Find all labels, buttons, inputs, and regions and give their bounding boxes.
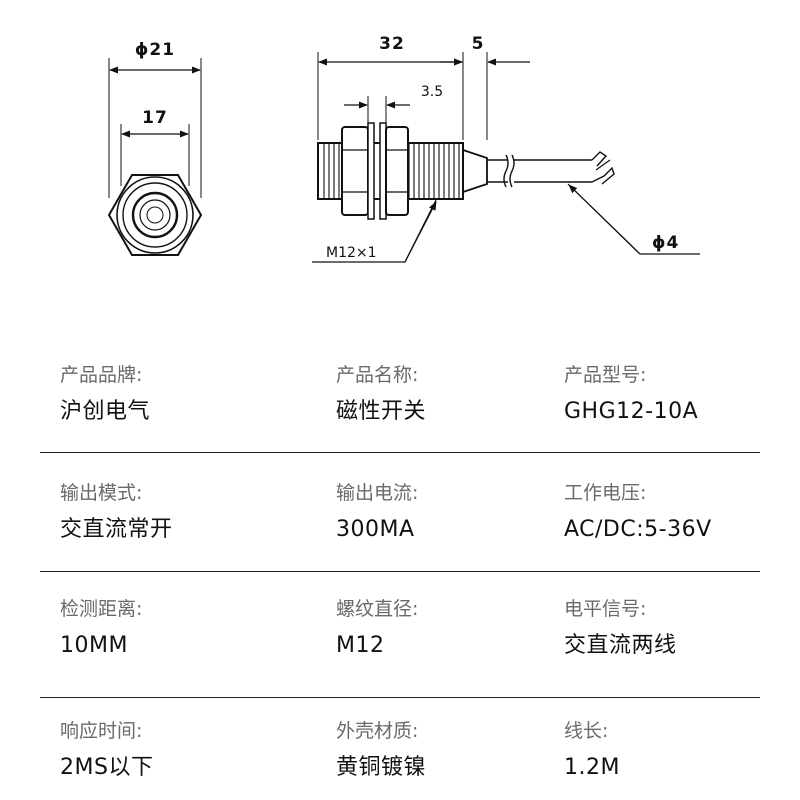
row-divider: [40, 697, 760, 698]
row-divider: [40, 571, 760, 572]
spec-cell-thread-diameter: 螺纹直径: M12: [336, 597, 418, 660]
spec-cell-voltage: 工作电压: AC/DC:5-36V: [564, 481, 712, 544]
spec-label: 检测距离:: [60, 598, 143, 620]
spec-cell-detect-distance: 检测距离: 10MM: [60, 597, 142, 660]
thread-spec-label: M12×1: [326, 245, 377, 261]
front-view: [107, 58, 203, 256]
spec-label: 输出电流:: [336, 482, 419, 504]
cable-stub-label: 5: [472, 34, 485, 54]
spec-cell-cable-length: 线长: 1.2M: [564, 719, 620, 782]
spec-value: 沪创电气: [60, 399, 151, 424]
spec-value: AC/DC:5-36V: [564, 517, 712, 542]
spec-value: 黄铜镀镍: [336, 755, 427, 780]
spec-label: 产品品牌:: [60, 364, 143, 386]
spec-value: 1.2M: [564, 755, 620, 780]
spec-cell-output-mode: 输出模式: 交直流常开: [60, 481, 173, 544]
spec-label: 螺纹直径:: [336, 598, 419, 620]
body-length-label: 32: [379, 34, 405, 54]
row-divider: [40, 452, 760, 453]
spec-value: M12: [336, 633, 385, 658]
side-view: [312, 52, 700, 263]
spec-value: 交直流常开: [60, 517, 173, 542]
spec-value: 2MS以下: [60, 755, 154, 780]
spec-label: 工作电压:: [564, 482, 647, 504]
outer-diameter-label: ϕ21: [135, 40, 175, 60]
spec-label: 响应时间:: [60, 720, 143, 742]
sensor-dimension-drawing: ϕ21 17: [107, 34, 700, 263]
spec-cell-brand: 产品品牌: 沪创电气: [60, 363, 150, 426]
spec-value: 300MA: [336, 517, 415, 542]
spec-label: 外壳材质:: [336, 720, 419, 742]
spec-label: 输出模式:: [60, 482, 143, 504]
spec-cell-output-current: 输出电流: 300MA: [336, 481, 418, 544]
hex-width-label: 17: [142, 108, 168, 128]
spec-cell-model: 产品型号: GHG12-10A: [564, 363, 698, 426]
spec-value: 交直流两线: [564, 633, 677, 658]
spec-cell-housing-material: 外壳材质: 黄铜镀镍: [336, 719, 426, 782]
spec-label: 产品型号:: [564, 364, 647, 386]
spec-value: 10MM: [60, 633, 128, 658]
spec-label: 产品名称:: [336, 364, 419, 386]
cable-diameter-label: ϕ4: [652, 233, 679, 253]
spec-cell-response-time: 响应时间: 2MS以下: [60, 719, 153, 782]
nut-thickness-label: 3.5: [421, 84, 443, 100]
spec-cell-signal: 电平信号: 交直流两线: [564, 597, 677, 660]
spec-value: GHG12-10A: [564, 399, 699, 424]
spec-cell-product-name: 产品名称: 磁性开关: [336, 363, 426, 426]
spec-label: 电平信号:: [564, 598, 647, 620]
spec-value: 磁性开关: [336, 399, 427, 424]
spec-label: 线长:: [564, 720, 609, 742]
